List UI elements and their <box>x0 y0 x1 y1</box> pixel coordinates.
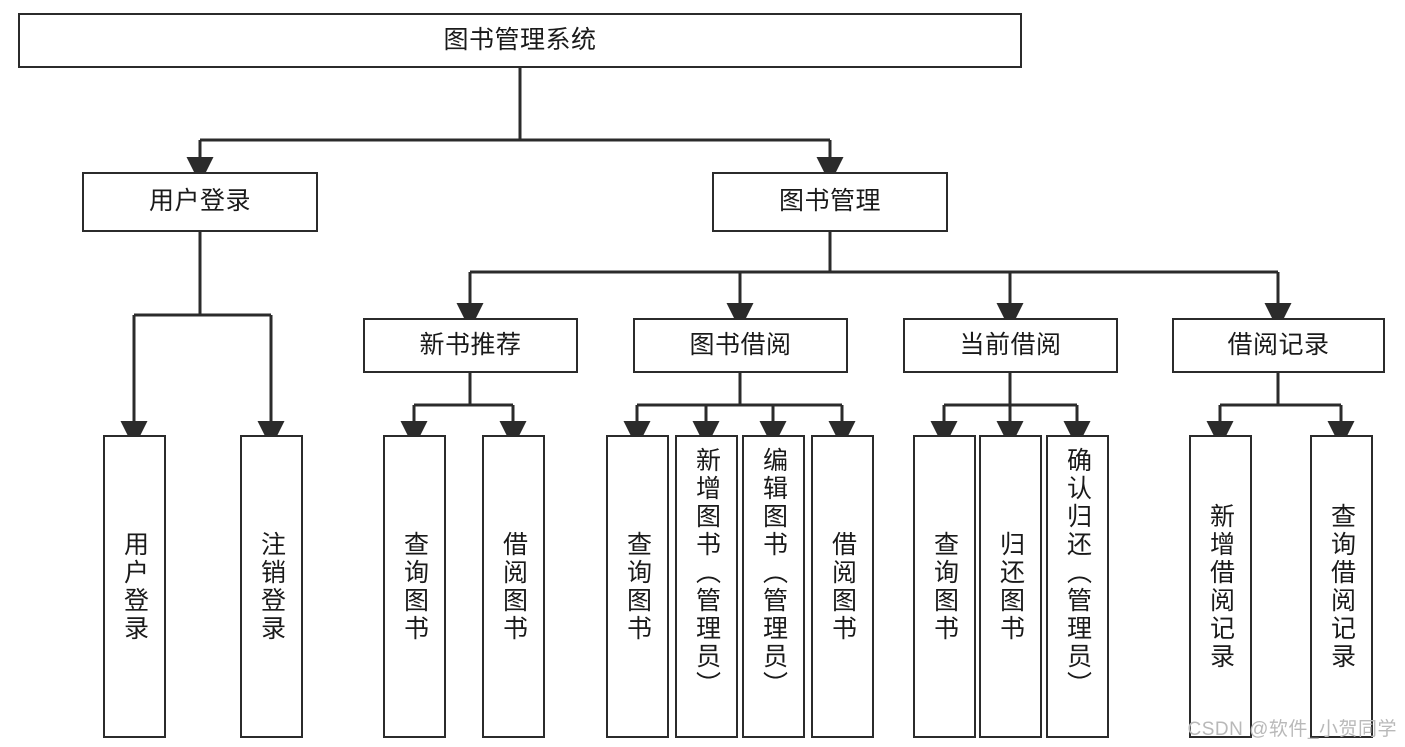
node-book-borrow-label: 图书借阅 <box>689 330 792 359</box>
node-book-borrow[interactable]: 图书借阅 <box>633 318 848 373</box>
node-book-manage-label: 图书管理 <box>778 187 881 216</box>
node-leaf-logout[interactable]: 注销登录 <box>240 435 303 738</box>
node-leaf-query-book-2-label: 查询图书 <box>623 530 652 643</box>
node-leaf-user-login[interactable]: 用户登录 <box>103 435 166 738</box>
node-book-manage[interactable]: 图书管理 <box>712 172 948 232</box>
node-current-borrow[interactable]: 当前借阅 <box>903 318 1118 373</box>
node-leaf-user-login-label: 用户登录 <box>120 530 149 643</box>
node-user-login[interactable]: 用户登录 <box>82 172 318 232</box>
node-leaf-borrow-book-1-label: 借阅图书 <box>499 530 528 643</box>
node-leaf-confirm-return[interactable]: 确认归还（管理员） <box>1046 435 1109 738</box>
node-leaf-add-record-label: 新增借阅记录 <box>1206 502 1235 671</box>
node-leaf-add-record[interactable]: 新增借阅记录 <box>1189 435 1252 738</box>
node-borrow-record[interactable]: 借阅记录 <box>1172 318 1385 373</box>
node-leaf-add-book[interactable]: 新增图书（管理员） <box>675 435 738 738</box>
node-leaf-query-book-1[interactable]: 查询图书 <box>383 435 446 738</box>
node-leaf-edit-book-label: 编辑图书（管理员） <box>759 447 788 699</box>
node-leaf-borrow-book-2[interactable]: 借阅图书 <box>811 435 874 738</box>
node-leaf-add-book-label: 新增图书（管理员） <box>692 447 721 699</box>
node-new-book-rec-label: 新书推荐 <box>419 330 522 359</box>
node-leaf-query-book-2[interactable]: 查询图书 <box>606 435 669 738</box>
node-borrow-record-label: 借阅记录 <box>1227 330 1330 359</box>
node-leaf-query-book-1-label: 查询图书 <box>400 530 429 643</box>
node-leaf-query-book-3-label: 查询图书 <box>930 530 959 643</box>
node-leaf-confirm-return-label: 确认归还（管理员） <box>1063 447 1092 699</box>
node-leaf-return-book-label: 归还图书 <box>996 530 1025 643</box>
node-leaf-query-book-3[interactable]: 查询图书 <box>913 435 976 738</box>
node-leaf-return-book[interactable]: 归还图书 <box>979 435 1042 738</box>
node-leaf-query-record-label: 查询借阅记录 <box>1327 502 1356 671</box>
node-new-book-rec[interactable]: 新书推荐 <box>363 318 578 373</box>
node-leaf-edit-book[interactable]: 编辑图书（管理员） <box>742 435 805 738</box>
node-root[interactable]: 图书管理系统 <box>18 13 1022 68</box>
node-current-borrow-label: 当前借阅 <box>959 330 1062 359</box>
node-leaf-query-record[interactable]: 查询借阅记录 <box>1310 435 1373 738</box>
node-user-login-label: 用户登录 <box>148 187 251 216</box>
watermark: CSDN @软件_小贺同学 <box>1187 719 1397 740</box>
node-leaf-logout-label: 注销登录 <box>257 530 286 643</box>
node-leaf-borrow-book-1[interactable]: 借阅图书 <box>482 435 545 738</box>
node-leaf-borrow-book-2-label: 借阅图书 <box>828 530 857 643</box>
node-root-label: 图书管理系统 <box>443 25 597 54</box>
